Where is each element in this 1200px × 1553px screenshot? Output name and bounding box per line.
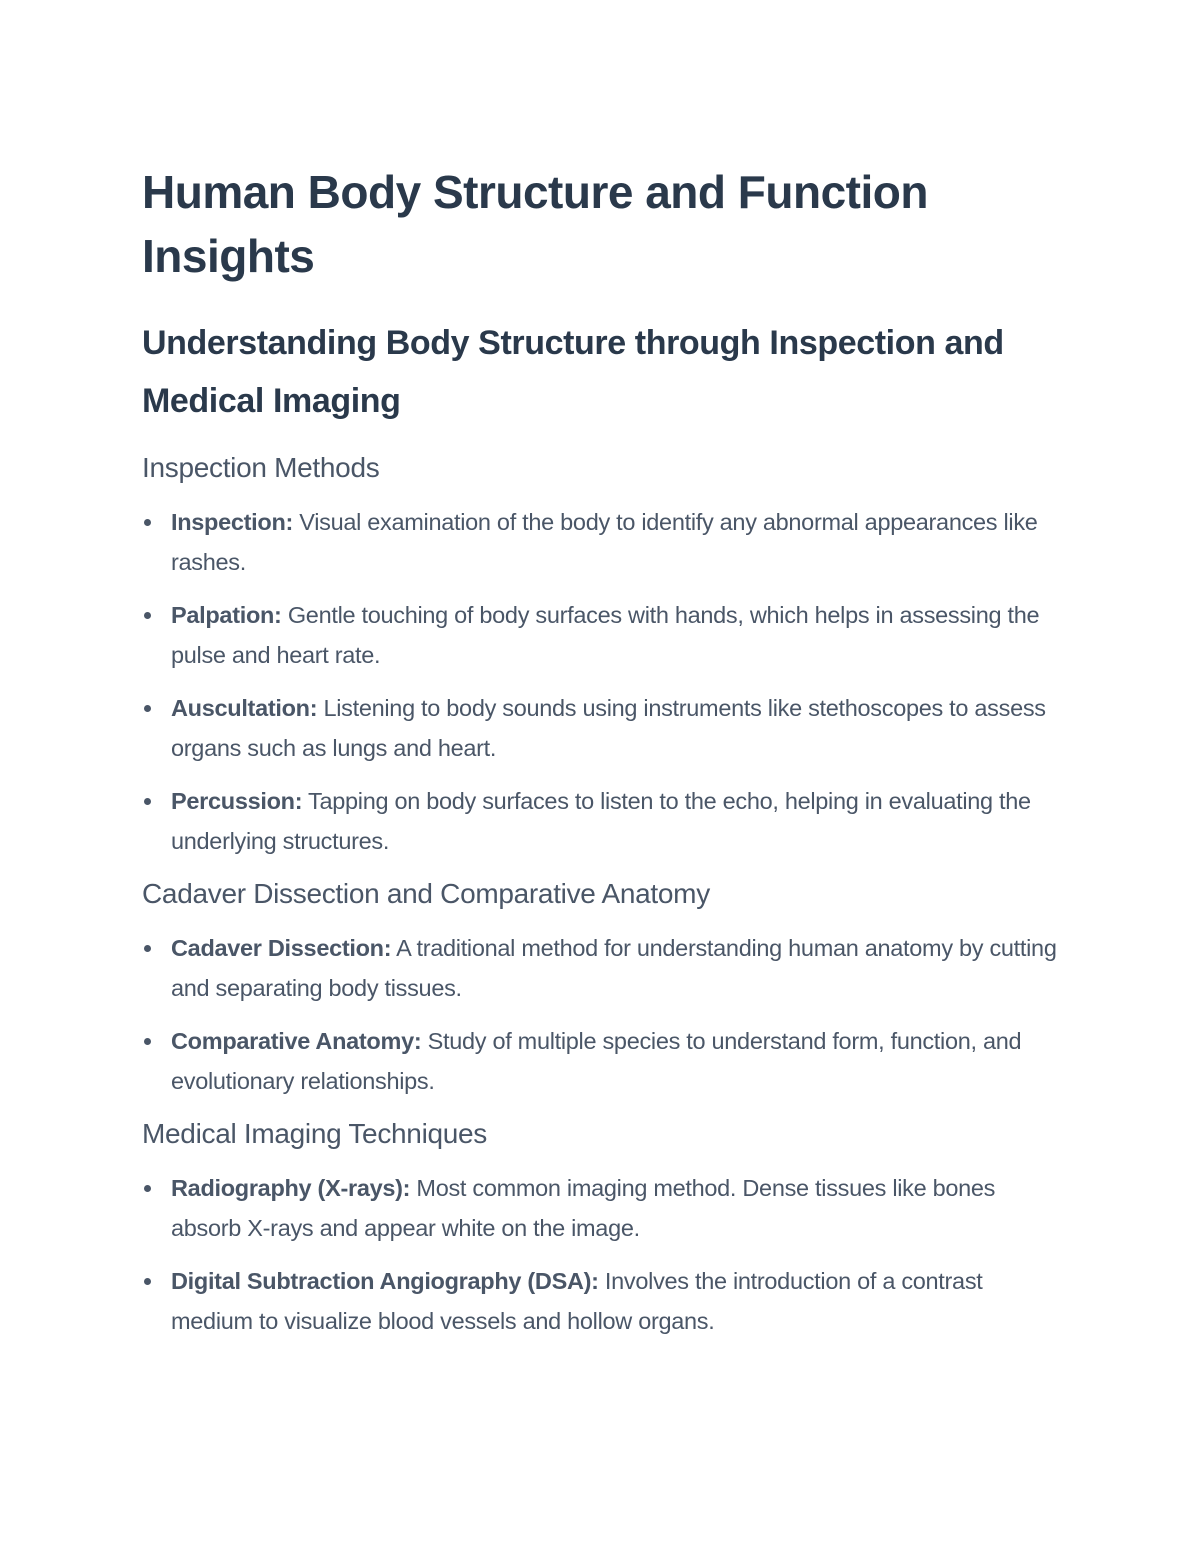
list-item-text: Study of multiple species to understand … xyxy=(171,1028,1022,1094)
list-item: Auscultation: Listening to body sounds u… xyxy=(142,688,1062,768)
cadaver-dissection-list: Cadaver Dissection: A traditional method… xyxy=(142,928,1062,1101)
list-item-term: Comparative Anatomy: xyxy=(171,1028,422,1054)
bullet-icon xyxy=(144,519,151,526)
list-item-term: Inspection: xyxy=(171,509,294,535)
document-page: Human Body Structure and Function Insigh… xyxy=(142,160,1062,1354)
inspection-methods-list: Inspection: Visual examination of the bo… xyxy=(142,502,1062,861)
bullet-icon xyxy=(144,612,151,619)
list-item: Cadaver Dissection: A traditional method… xyxy=(142,928,1062,1008)
list-item-term: Digital Subtraction Angiography (DSA): xyxy=(171,1268,599,1294)
list-item: Inspection: Visual examination of the bo… xyxy=(142,502,1062,582)
bullet-icon xyxy=(144,1038,151,1045)
list-item-text: Visual examination of the body to identi… xyxy=(171,509,1038,575)
list-item: Comparative Anatomy: Study of multiple s… xyxy=(142,1021,1062,1101)
list-item-term: Palpation: xyxy=(171,602,282,628)
subsection-heading-medical-imaging: Medical Imaging Techniques xyxy=(142,1118,488,1149)
list-item-text: Involves the introduction of a contrast … xyxy=(171,1268,983,1334)
list-item-text: A traditional method for understanding h… xyxy=(171,935,1057,1001)
subsection-heading-cadaver-dissection: Cadaver Dissection and Comparative Anato… xyxy=(142,878,710,909)
bullet-icon xyxy=(144,705,151,712)
list-item-text: Listening to body sounds using instrumen… xyxy=(171,695,1046,761)
list-item-text: Gentle touching of body surfaces with ha… xyxy=(171,602,1040,668)
bullet-icon xyxy=(144,945,151,952)
subsection-heading-inspection-methods: Inspection Methods xyxy=(142,452,380,483)
bullet-icon xyxy=(144,798,151,805)
list-item-term: Percussion: xyxy=(171,788,303,814)
list-item-text: Most common imaging method. Dense tissue… xyxy=(171,1175,996,1241)
list-item: Palpation: Gentle touching of body surfa… xyxy=(142,595,1062,675)
list-item: Digital Subtraction Angiography (DSA): I… xyxy=(142,1261,1062,1341)
page-title: Human Body Structure and Function Insigh… xyxy=(142,166,928,282)
list-item-term: Cadaver Dissection: xyxy=(171,935,392,961)
section-title: Understanding Body Structure through Ins… xyxy=(142,324,1004,420)
list-item-term: Auscultation: xyxy=(171,695,318,721)
bullet-icon xyxy=(144,1278,151,1285)
list-item-text: Tapping on body surfaces to listen to th… xyxy=(171,788,1031,854)
list-item: Percussion: Tapping on body surfaces to … xyxy=(142,781,1062,861)
list-item: Radiography (X-rays): Most common imagin… xyxy=(142,1168,1062,1248)
bullet-icon xyxy=(144,1185,151,1192)
medical-imaging-list: Radiography (X-rays): Most common imagin… xyxy=(142,1168,1062,1341)
list-item-term: Radiography (X-rays): xyxy=(171,1175,411,1201)
